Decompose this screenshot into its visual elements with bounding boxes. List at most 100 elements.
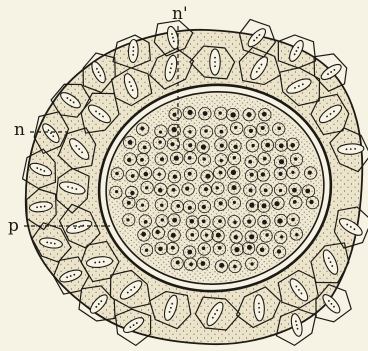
follicle-cell-nucleus (158, 247, 163, 252)
follicle-cell-nucleus (140, 158, 144, 162)
follicle-cell-nucleus (173, 175, 177, 179)
follicle-cell-nucleus (220, 144, 224, 148)
follicle-cell-nucleus (115, 190, 118, 193)
follicle-cell-nucleus (309, 200, 313, 204)
follicle-cell-nucleus (156, 230, 160, 234)
follicle-cell-nucleus (145, 186, 148, 189)
follicle-cell-nucleus (249, 129, 253, 133)
follicle-cell-nucleus (141, 204, 144, 207)
follicle-cell-nucleus (203, 111, 208, 116)
follicle-cell-nucleus (261, 126, 265, 130)
follicle-cell-nucleus (247, 219, 251, 223)
follicle-cell-nucleus (234, 126, 237, 129)
follicle-cell-nucleus (279, 159, 284, 164)
follicle-cell-nucleus (185, 187, 189, 191)
follicle-cell-nucleus (160, 157, 164, 161)
follicle-cell-nucleus (274, 201, 279, 206)
follicle-cell-nucleus (294, 157, 297, 160)
follicle-cell-nucleus (220, 130, 224, 134)
follicle-cell-nucleus (189, 262, 193, 266)
follicle-cell-nucleus (265, 233, 268, 236)
follicle-cell-nucleus (176, 261, 180, 265)
follicle-cell-nucleus (216, 186, 219, 189)
follicle-cell-nucleus (250, 173, 254, 177)
follicle-cell-nucleus (260, 248, 265, 253)
follicle-cell-nucleus (262, 220, 267, 225)
follicle-cell-nucleus (232, 185, 237, 190)
follicle-cell-nucleus (202, 205, 206, 209)
follicle-cell-nucleus (130, 191, 134, 195)
follicle-cell-nucleus (248, 160, 252, 164)
follicle-cell-nucleus (141, 232, 146, 237)
follicle-cell-nucleus (140, 127, 144, 131)
follicle-cell-nucleus (233, 265, 237, 269)
follicle-cell-nucleus (204, 129, 208, 133)
follicle-cell-nucleus (233, 220, 237, 224)
follicle-cell-nucleus (172, 188, 176, 192)
follicle-cell-nucleus (161, 218, 164, 221)
follicle-cell-nucleus (171, 233, 176, 238)
follicle-cell-nucleus (279, 189, 282, 192)
follicle-cell-nucleus (188, 130, 191, 133)
follicle-cell-nucleus (261, 172, 265, 176)
follicle-cell-nucleus (158, 173, 161, 176)
follicle-cell-nucleus (127, 201, 131, 205)
follicle-cell-nucleus (280, 235, 283, 238)
follicle-cell-nucleus (158, 188, 163, 193)
follicle-cell-nucleus (305, 189, 310, 194)
follicle-cell-nucleus (277, 249, 281, 253)
follicle-cell-nucleus (144, 172, 149, 177)
follicle-cell-nucleus (201, 261, 206, 266)
follicle-cell-nucleus (127, 158, 131, 162)
follicle-cell-nucleus (219, 263, 224, 268)
follicle-cell-nucleus (188, 143, 192, 147)
label-p: p (8, 218, 19, 235)
follicle-cell-nucleus (293, 200, 297, 204)
follicle-cell-nucleus (219, 111, 222, 114)
follicle-cell-nucleus (126, 218, 129, 221)
follicle-cell-nucleus (171, 246, 175, 250)
follicle-cell-nucleus (277, 127, 281, 131)
follicle-cell-nucleus (172, 127, 177, 132)
follicle-cell-nucleus (218, 246, 222, 250)
follicle-cell-nucleus (250, 262, 253, 265)
nucleolus (214, 61, 216, 63)
follicle-cell-nucleus (158, 140, 161, 143)
nucleolus (214, 65, 216, 67)
follicle-cell-nucleus (218, 219, 222, 223)
follicle-cell-nucleus (145, 249, 148, 252)
follicle-cell-nucleus (263, 157, 267, 161)
follicle-cell-nucleus (219, 171, 223, 175)
follicle-cell-nucleus (205, 174, 210, 179)
follicle-cell-nucleus (277, 218, 282, 223)
follicle-cell-nucleus (205, 233, 208, 236)
follicle-cell-nucleus (159, 131, 162, 134)
label-n-prime: n' (172, 6, 188, 23)
follicle-cell-nucleus (291, 171, 294, 174)
follicle-cell-nucleus (191, 233, 195, 237)
follicle-cell-nucleus (216, 233, 221, 238)
follicle-cell-nucleus (249, 203, 254, 208)
follicle-cell-nucleus (249, 188, 253, 192)
follicle-cell-nucleus (170, 142, 174, 146)
follicle-cell-nucleus (249, 234, 254, 239)
follicle-cell-nucleus (188, 110, 193, 115)
follicle-cell-nucleus (233, 145, 237, 149)
follicle-cell-nucleus (188, 172, 192, 176)
follicle-cell-nucleus (295, 233, 298, 236)
follicle-cell-nucleus (247, 112, 252, 117)
follicle-cell-nucleus (264, 189, 268, 193)
follicle-cell-nucleus (204, 187, 208, 191)
follicle-cell-nucleus (187, 250, 192, 255)
follicle-cell-nucleus (308, 171, 312, 175)
follicle-cell-nucleus (128, 140, 133, 145)
follicle-cell-nucleus (174, 156, 179, 161)
follicle-cell-nucleus (247, 245, 252, 250)
follicle-cell-nucleus (115, 172, 119, 176)
follicle-cell-nucleus (233, 156, 236, 159)
follicle-cell-nucleus (291, 218, 295, 222)
follicle-cell-nucleus (231, 170, 236, 175)
follicle-cell-nucleus (202, 219, 206, 223)
follicle-cell-nucleus (220, 159, 223, 162)
